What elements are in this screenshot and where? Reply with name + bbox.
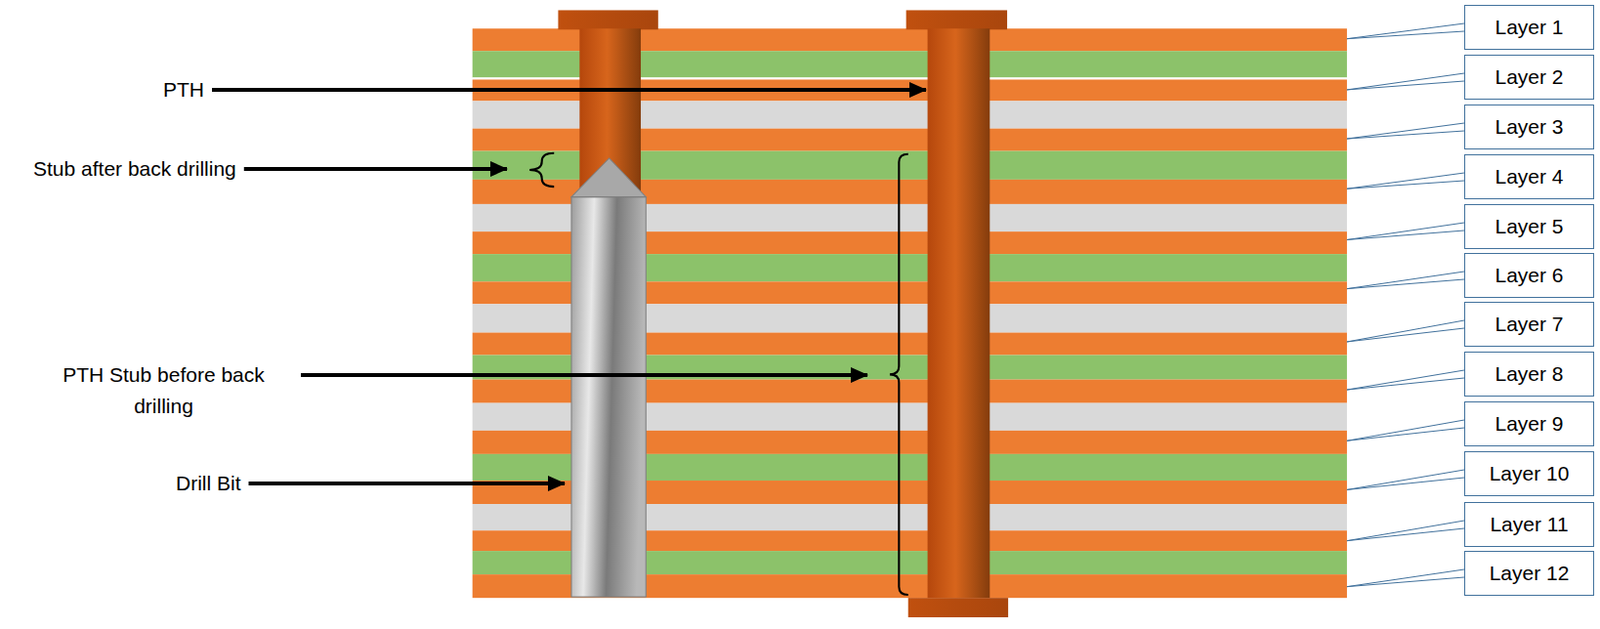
bracket (529, 153, 554, 187)
layer-label-box: Layer 2 (1464, 54, 1595, 100)
bracket (889, 154, 909, 595)
leader-arrow (249, 481, 566, 486)
layer-name: Layer 12 (1489, 561, 1570, 586)
layer-name: Layer 7 (1494, 312, 1563, 337)
layer-label-box: Layer 6 (1464, 252, 1595, 298)
layer-label-box: Layer 10 (1464, 451, 1595, 497)
leader-arrow (300, 373, 868, 378)
layer-name: Layer 6 (1494, 263, 1563, 288)
layer-name: Layer 5 (1494, 214, 1563, 239)
layer-label-box: Layer 5 (1464, 204, 1595, 250)
layer-name: Layer 9 (1494, 412, 1563, 436)
via-pad (557, 9, 658, 30)
layer-label-box: Layer 12 (1464, 550, 1595, 596)
layer-name: Layer 3 (1494, 115, 1563, 139)
leader-arrow (244, 167, 507, 171)
via-barrel (927, 28, 991, 598)
callout-label: PTH Stub before back drilling (34, 359, 294, 422)
via-pad (908, 597, 1009, 618)
leader-arrow (211, 87, 927, 92)
layer-leader (1347, 569, 1465, 588)
layer-label-box: Layer 9 (1464, 401, 1595, 447)
layer-leader (1347, 73, 1465, 90)
layer-name: Layer 4 (1494, 165, 1563, 189)
callout-label: Stub after back drilling (33, 153, 237, 185)
drill-bit (571, 197, 646, 597)
layer-leader (1347, 123, 1465, 139)
layer-leader (1347, 420, 1465, 441)
layer-label-box: Layer 7 (1464, 301, 1595, 347)
layer-leader (1347, 469, 1465, 490)
layer-name: Layer 8 (1494, 362, 1563, 386)
layer-name: Layer 11 (1489, 512, 1568, 537)
layer-leader (1347, 271, 1465, 290)
layer-label-box: Layer 4 (1464, 154, 1595, 200)
drill-tip (571, 158, 646, 198)
callout-label: PTH (163, 74, 205, 106)
layer-leader (1347, 222, 1465, 240)
layer-leader (1347, 320, 1465, 342)
layer-name: Layer 2 (1494, 65, 1563, 89)
layer-leader (1347, 23, 1465, 40)
layer-leader (1347, 370, 1465, 390)
layer-leader (1347, 520, 1465, 542)
layer-name: Layer 1 (1494, 15, 1563, 40)
callout-label: Drill Bit (175, 467, 242, 500)
layer-label-box: Layer 8 (1464, 351, 1595, 397)
layer-label-box: Layer 1 (1464, 4, 1595, 50)
via-pad (906, 9, 1008, 30)
layer-label-box: Layer 3 (1464, 104, 1595, 150)
layer-leader (1347, 172, 1465, 189)
layer-label-box: Layer 11 (1464, 502, 1595, 548)
layer-name: Layer 10 (1489, 462, 1570, 486)
